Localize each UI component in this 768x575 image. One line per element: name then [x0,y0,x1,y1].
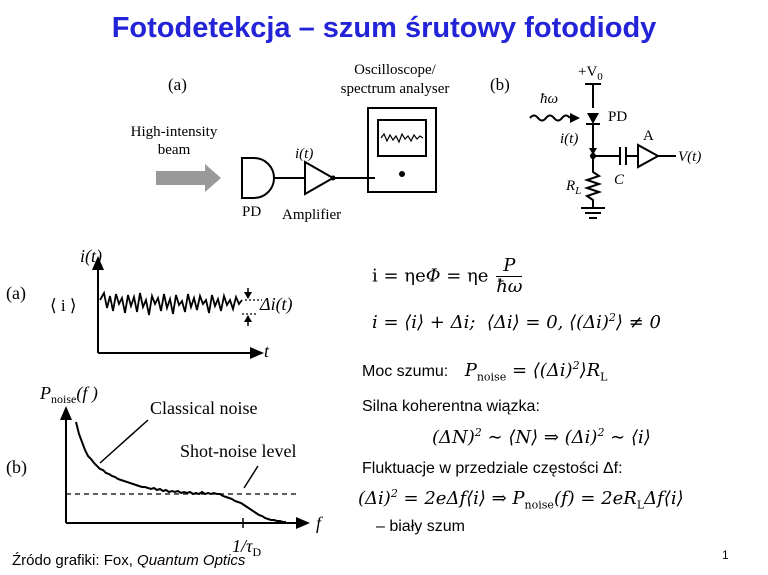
shot-noise-label: Shot-noise level [180,441,296,461]
fluctuation-label: Δi(t) [259,294,293,315]
diode-icon [587,113,599,124]
capacitor-label: C [614,172,625,188]
cutoff-label: 1/τD [232,536,261,559]
noise-spectrum-trace [75,421,286,523]
supply-label: +V0 [578,64,603,83]
photon-arrow-icon [570,113,580,123]
mean-label: ⟨ i ⟩ [50,296,77,315]
equation-photocurrent: i = ηeΦ = ηe P ħω [372,255,523,297]
x-axis-label: f [316,513,324,533]
coherent-beam-label: Silna koherentna wiązka: [362,398,540,415]
equation-poisson: (ΔN)2 ∼ ⟨N⟩ ⇒ (Δi)2 ∼ ⟨i⟩ [432,426,651,448]
equation-shot-noise: (Δi)2 = 2eΔf⟨i⟩ ⇒ Pnoise(f) = 2eRLΔf⟨i⟩ [358,487,684,512]
osc-label-line1: Oscilloscope/ [354,62,436,78]
pd-label: PD [608,109,627,125]
beam-arrow-icon [156,164,221,192]
beam-label-line2: beam [158,142,191,158]
photodiode-circuit-diagram: (b) +V0 ħω PD i(t) C A V(t) RL [490,64,701,219]
noise-power-row: Moc szumu: Pnoise = ⟨(Δi)2⟩RL [362,359,608,384]
source-citation: Źródo grafiki: Fox, Quantum Optics [12,552,246,569]
noise-power-label: Moc szumu: [362,363,449,380]
amplifier-label: A [643,128,654,144]
equation-mean-fluct: i = ⟨i⟩ + Δi; ⟨Δi⟩ = 0, ⟨(Δi)2⟩ ≠ 0 [372,311,661,333]
beam-label-line1: High-intensity [131,124,218,140]
bandwidth-label: Fluktuacje w przedziale częstości Δf: [362,460,623,477]
output-label: V(t) [678,149,701,165]
detector-setup-diagram: (a) High-intensity beam i(t) PD Amplifie… [131,62,450,223]
resistor-label: RL [565,178,581,197]
x-axis-label: t [264,341,270,361]
white-noise-label: – biały szum [376,518,465,535]
panel-label: (b) [6,457,27,478]
current-time-plot: i(t) (a) t ⟨ i ⟩ Δi(t) [6,246,293,361]
amplifier-icon [637,143,661,169]
noise-spectrum-plot: Pnoise(f ) (b) f Classical noise Shot-no… [6,383,324,559]
current-noise-trace [99,290,243,316]
current-label: i(t) [295,146,313,162]
page-number: 1 [722,548,729,562]
panel-label: (a) [168,75,187,94]
y-axis-label: Pnoise(f ) [39,383,98,406]
resistor-icon [583,168,603,208]
amplifier-label: Amplifier [282,207,341,223]
current-label: i(t) [560,131,578,147]
osc-label-line2: spectrum analyser [341,81,450,97]
panel-label: (a) [6,283,26,304]
amplifier-icon [304,160,336,196]
photodiode-icon [241,157,275,199]
panel-label: (b) [490,75,510,94]
photon-label: ħω [540,91,558,107]
pd-label: PD [242,204,261,220]
slide-title: Fotodetekcja – szum śrutowy fotodiody [111,12,657,44]
oscilloscope-icon [367,107,437,193]
classical-noise-label: Classical noise [150,398,257,418]
